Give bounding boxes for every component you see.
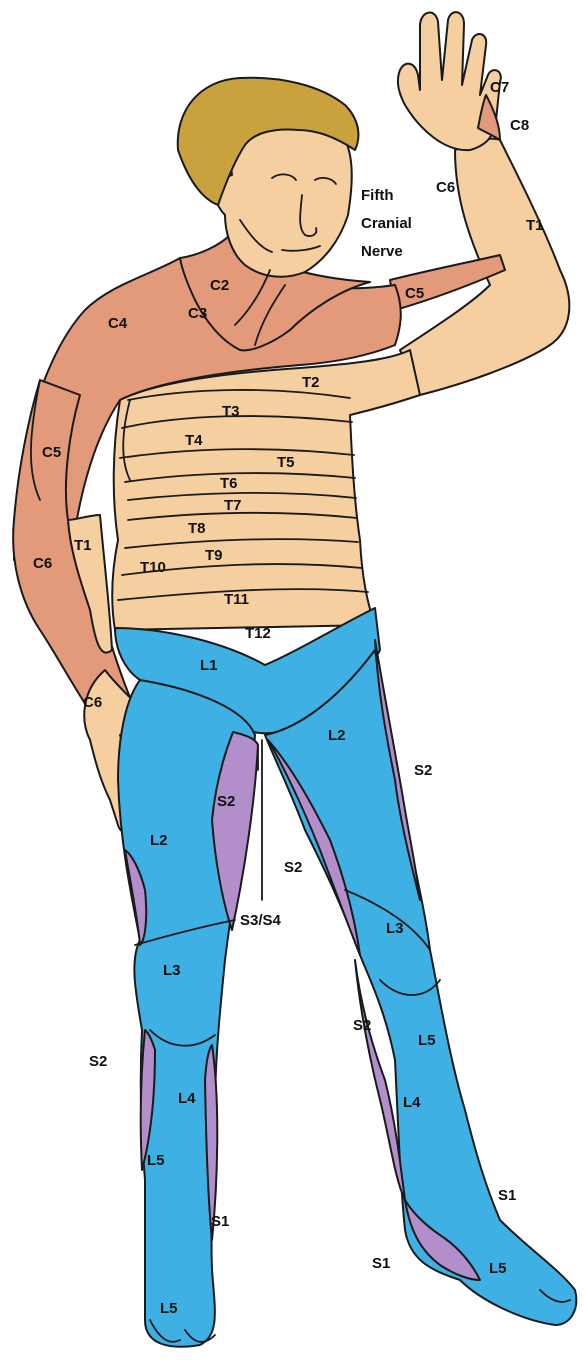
label-l5-right-foot: L5 [489, 1260, 507, 1277]
label-s2-right-shin: S2 [353, 1017, 371, 1034]
label-l5-left-upper: L5 [147, 1152, 165, 1169]
label-c2: C2 [210, 277, 229, 294]
label-fifth-line1: Fifth [361, 187, 393, 204]
label-s2-left-outer: S2 [89, 1053, 107, 1070]
label-c7: C7 [490, 79, 509, 96]
label-t8: T8 [188, 520, 206, 537]
label-l3-right: L3 [386, 920, 404, 937]
label-t1-leftarm: T1 [74, 537, 92, 554]
label-t10: T10 [140, 559, 166, 576]
label-t3: T3 [222, 403, 240, 420]
label-s2-inner-left: S2 [217, 793, 235, 810]
label-t5: T5 [277, 454, 295, 471]
label-t6: T6 [220, 475, 238, 492]
label-t1-arm: T1 [526, 217, 544, 234]
label-s1-left: S1 [211, 1213, 229, 1230]
label-t4: T4 [185, 432, 203, 449]
label-t7: T7 [224, 497, 242, 514]
label-fifth-line3: Nerve [361, 243, 403, 260]
label-c3: C3 [188, 305, 207, 322]
label-c5-right: C5 [405, 285, 424, 302]
label-t12: T12 [245, 625, 271, 642]
label-l4-left: L4 [178, 1090, 196, 1107]
label-s1-right-upper: S1 [498, 1187, 516, 1204]
label-l2-right: L2 [328, 727, 346, 744]
label-t9: T9 [205, 547, 223, 564]
legs [115, 608, 576, 1347]
trunk-skin [112, 350, 420, 630]
label-l5-left-foot: L5 [160, 1300, 178, 1317]
label-t2: T2 [302, 374, 320, 391]
label-s2-inner-right: S2 [284, 859, 302, 876]
label-s1-right-lower: S1 [372, 1255, 390, 1272]
label-l5-right-upper: L5 [418, 1032, 436, 1049]
label-t11: T11 [224, 591, 249, 608]
label-c6-lefthand: C6 [83, 694, 102, 711]
label-l4-right: L4 [403, 1094, 421, 1111]
raised-arm [390, 12, 569, 395]
label-l2-left: L2 [150, 832, 168, 849]
label-s2-right-outer: S2 [414, 762, 432, 779]
label-l1: L1 [200, 657, 218, 674]
label-c8: C8 [510, 117, 529, 134]
label-c6-hand: C6 [436, 179, 455, 196]
label-c5-left: C5 [42, 444, 61, 461]
label-c6-leftarm: C6 [33, 555, 52, 572]
label-fifth-line2: Cranial [361, 215, 412, 232]
label-s3s4: S3/S4 [240, 912, 282, 929]
label-c4: C4 [108, 315, 128, 332]
label-l3-left: L3 [163, 962, 181, 979]
